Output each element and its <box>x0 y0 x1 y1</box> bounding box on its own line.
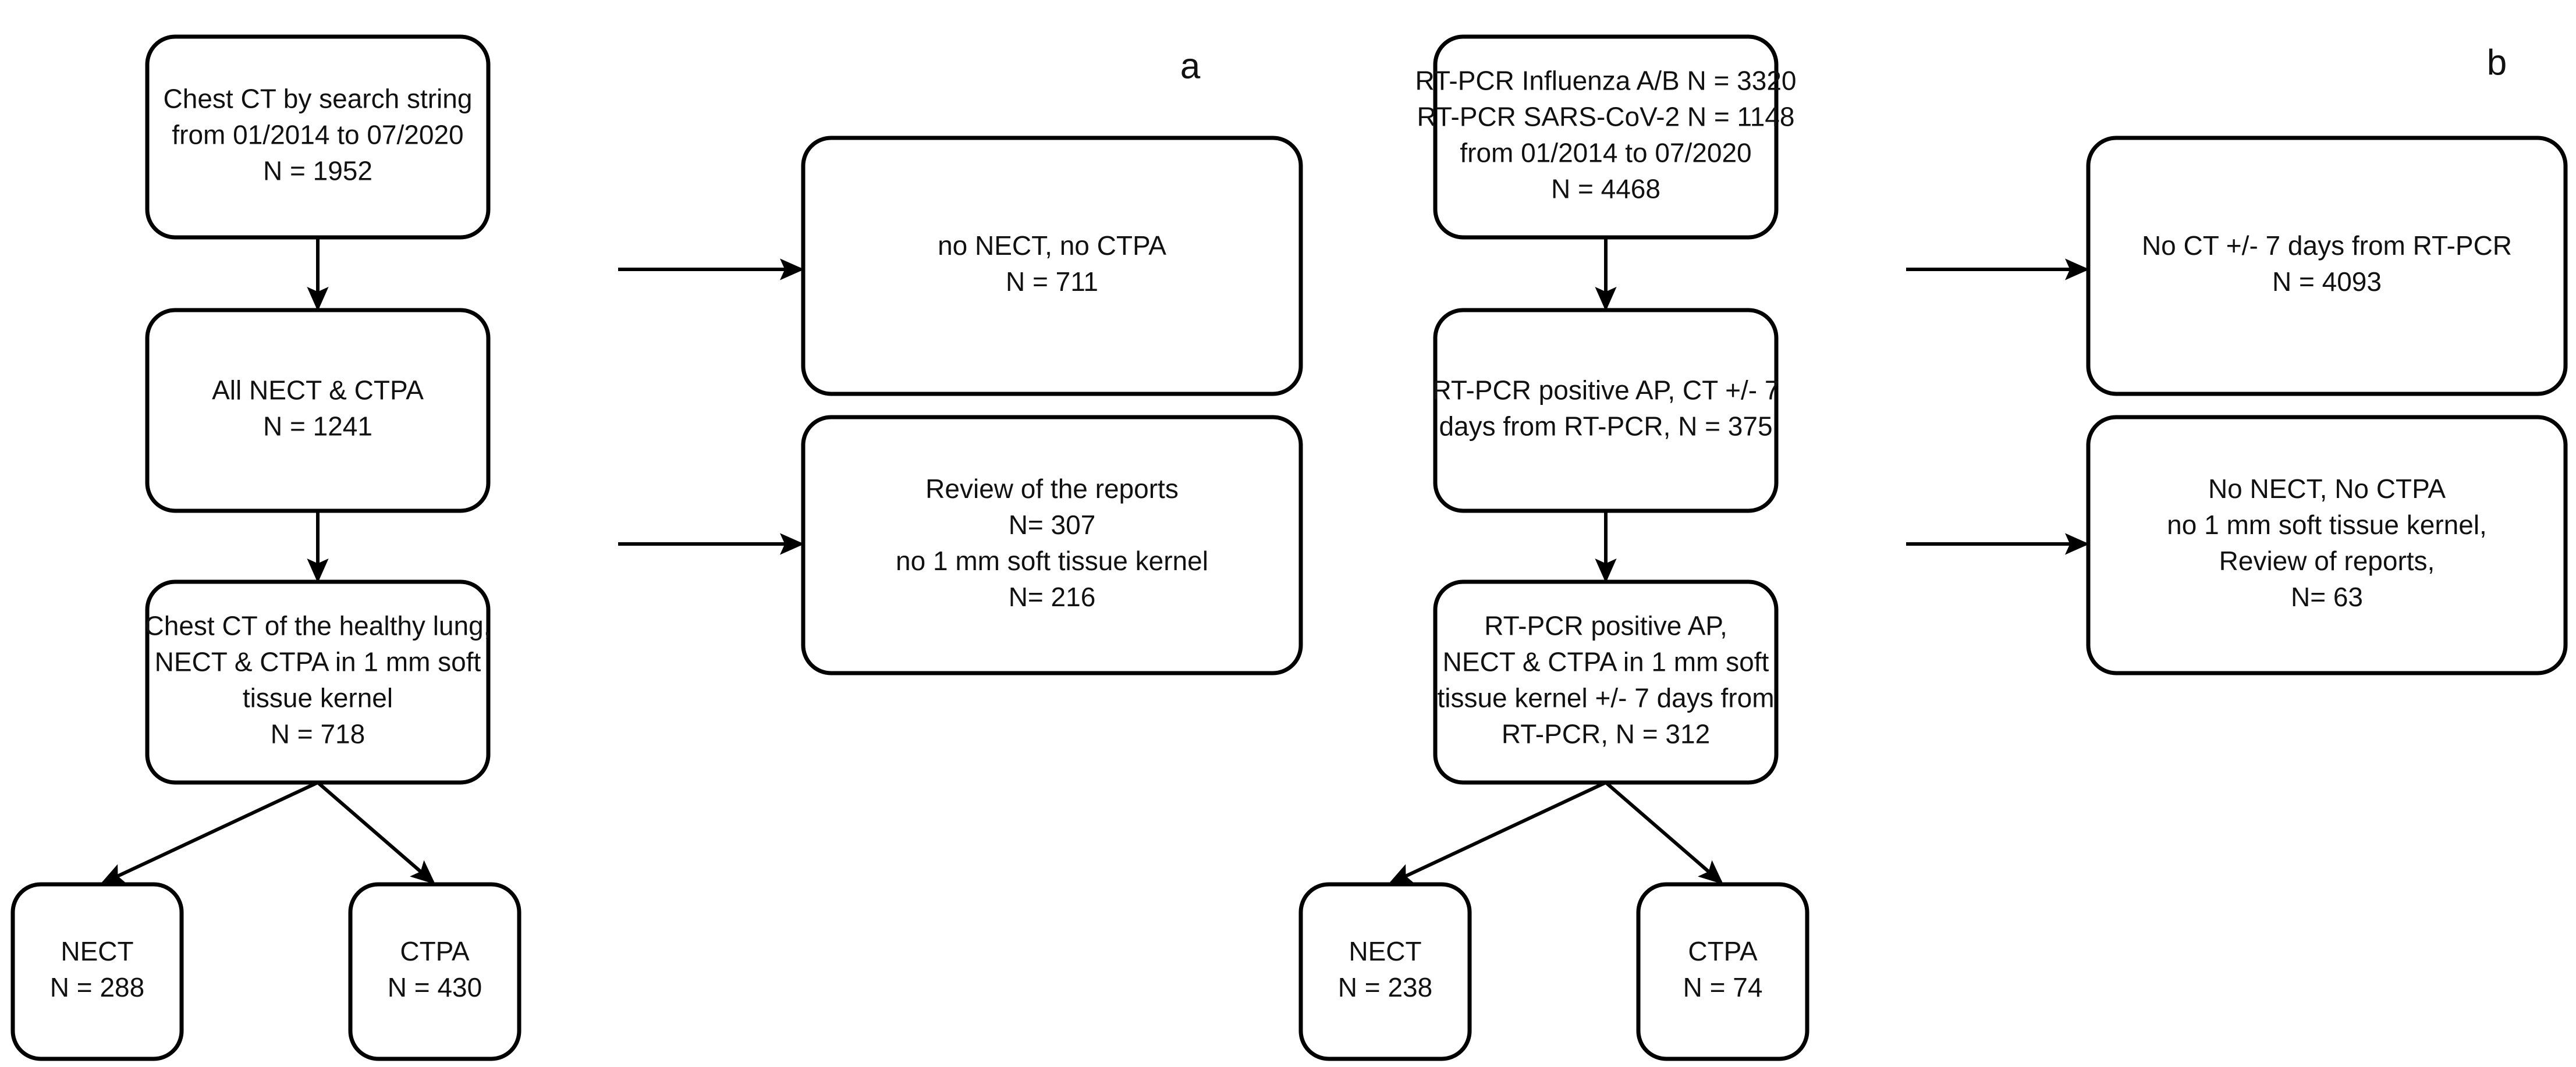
node-text-line: No CT +/- 7 days from RT-PCR <box>2142 230 2512 261</box>
node-text-line: no NECT, no CTPA <box>938 230 1166 261</box>
node-text-line: All NECT & CTPA <box>212 375 424 406</box>
node-shape <box>1298 882 1472 1061</box>
node-shape <box>348 882 521 1061</box>
node-text-line: N= 63 <box>2291 582 2363 612</box>
node-text-line: RT-PCR, N = 312 <box>1502 719 1710 749</box>
flow-arrow <box>1605 781 1723 885</box>
node-shape <box>1433 308 1779 513</box>
node-text-line: from 01/2014 to 07/2020 <box>1460 138 1751 168</box>
node-text-line: N = 288 <box>50 972 144 1002</box>
flow-arrow <box>100 781 319 885</box>
node-text-line: tissue kernel +/- 7 days from <box>1437 683 1774 713</box>
node-shape <box>10 882 184 1061</box>
flow-arrow <box>1388 781 1607 885</box>
node-text-line: RT-PCR positive AP, CT +/- 7 <box>1432 375 1780 406</box>
node-text-line: CTPA <box>1688 936 1758 966</box>
node-text-line: CTPA <box>400 936 470 966</box>
arrow-line <box>100 781 319 885</box>
node-text-line: RT-PCR positive AP, <box>1484 611 1727 641</box>
flow-node-a-source: Chest CT by search string from 01/2014 to… <box>145 34 491 240</box>
flow-node-a-step3: Chest CT of the healthy lung, NECT & CTPA… <box>145 579 491 785</box>
node-text-line: NECT & CTPA in 1 mm soft <box>155 647 481 677</box>
node-text-line: N = 4093 <box>2272 266 2382 297</box>
node-text-line: Chest CT by search string <box>164 84 473 114</box>
flow-node-a-excl1: no NECT, no CTPA N = 711 <box>801 136 1303 396</box>
node-text-line: NECT <box>61 936 133 966</box>
flow-node-a-step2: All NECT & CTPA N = 1241 <box>145 308 491 513</box>
node-text-line: no 1 mm soft tissue kernel <box>896 546 1208 576</box>
panel-label-b: b <box>2487 42 2507 83</box>
flow-node-a-out-ctpa: CTPA N = 430 <box>348 882 521 1061</box>
node-shape <box>145 308 491 513</box>
node-text-line: from 01/2014 to 07/2020 <box>172 120 463 150</box>
node-text-line: N = 4468 <box>1551 174 1660 204</box>
nodes-layer: Chest CT by search string from 01/2014 to… <box>10 34 2568 1061</box>
node-shape <box>2086 136 2568 396</box>
arrow-line <box>1605 781 1723 885</box>
flow-node-b-excl1: No CT +/- 7 days from RT-PCR N = 4093 <box>2086 136 2568 396</box>
node-text-line: Review of reports, <box>2219 546 2435 576</box>
node-shape <box>1433 579 1779 785</box>
node-text-line: Chest CT of the healthy lung, <box>145 611 491 641</box>
node-shape <box>145 34 491 240</box>
node-text-line: tissue kernel <box>243 683 393 713</box>
node-text-line: no 1 mm soft tissue kernel, <box>2167 510 2487 540</box>
flow-node-b-step3: RT-PCR positive AP, NECT & CTPA in 1 mm s… <box>1433 579 1779 785</box>
flow-node-b-out-ctpa: CTPA N = 74 <box>1636 882 1809 1061</box>
node-text-line: N = 711 <box>1006 266 1098 297</box>
node-text-line: N = 1952 <box>263 156 372 186</box>
arrow-line <box>1388 781 1607 885</box>
node-text-line: RT-PCR Influenza A/B N = 3320 <box>1415 66 1796 96</box>
node-text-line: N = 74 <box>1683 972 1763 1002</box>
node-shape <box>1636 882 1809 1061</box>
node-text-line: NECT & CTPA in 1 mm soft <box>1443 647 1769 677</box>
node-text-line: N = 718 <box>271 719 365 749</box>
node-text-line: NECT <box>1349 936 1421 966</box>
node-shape <box>801 136 1303 396</box>
node-text-line: N = 1241 <box>263 411 372 442</box>
node-shape <box>801 415 1303 675</box>
node-text-line: N= 216 <box>1009 582 1096 612</box>
node-text-line: N= 307 <box>1009 510 1096 540</box>
node-shape <box>145 579 491 785</box>
flow-node-a-excl2: Review of the reports N= 307 no 1 mm soft … <box>801 415 1303 675</box>
node-text-line: RT-PCR SARS-CoV-2 N = 1148 <box>1417 102 1795 132</box>
node-text-line: No NECT, No CTPA <box>2208 474 2446 504</box>
node-text-line: days from RT-PCR, N = 375 <box>1439 411 1772 442</box>
node-shape <box>2086 415 2568 675</box>
flow-node-b-step2: RT-PCR positive AP, CT +/- 7 days from RT… <box>1432 308 1780 513</box>
node-text-line: Review of the reports <box>925 474 1179 504</box>
flow-node-b-excl2: No NECT, No CTPA no 1 mm soft tissue kern… <box>2086 415 2568 675</box>
edges-layer <box>100 237 2089 885</box>
arrow-line <box>317 781 436 885</box>
panel-label-a: a <box>1180 46 1201 86</box>
node-shape <box>1433 34 1779 240</box>
flow-arrow <box>317 781 436 885</box>
node-text-line: N = 430 <box>388 972 482 1002</box>
node-text-line: N = 238 <box>1338 972 1432 1002</box>
flow-node-b-out-nect: NECT N = 238 <box>1298 882 1472 1061</box>
flow-node-a-out-nect: NECT N = 288 <box>10 882 184 1061</box>
